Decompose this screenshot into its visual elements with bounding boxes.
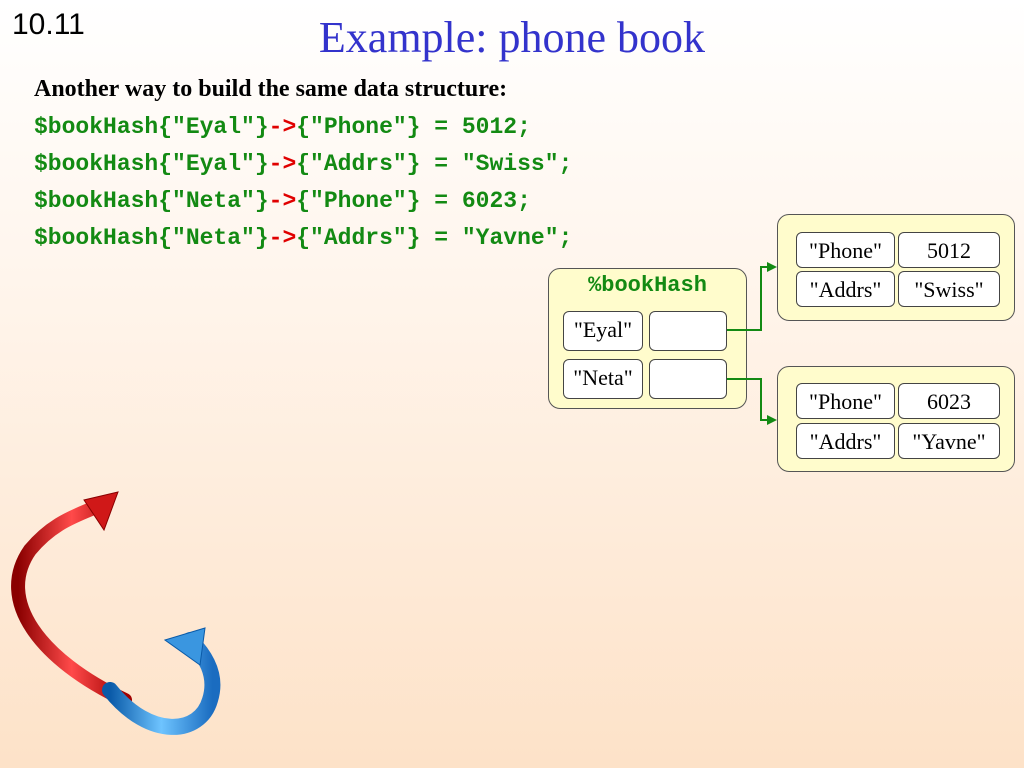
- connector-arrow-neta: [727, 378, 777, 425]
- decorative-red-arrow-icon: [11, 491, 132, 707]
- record-value: "Swiss": [898, 271, 1000, 307]
- record-value: 5012: [898, 232, 1000, 268]
- code-line-3: $bookHash{"Neta"}->{"Phone"} = 6023;: [34, 188, 531, 214]
- record-value: 6023: [898, 383, 1000, 419]
- record-panel-neta: "Phone" 6023 "Addrs" "Yavne": [777, 366, 1015, 472]
- hash-name: %bookHash: [588, 273, 707, 298]
- record-value: "Yavne": [898, 423, 1000, 459]
- record-key: "Phone": [796, 383, 895, 419]
- record-key: "Phone": [796, 232, 895, 268]
- hash-ref-eyal: [649, 311, 727, 351]
- hash-panel: %bookHash "Eyal" "Neta": [548, 268, 747, 409]
- subtitle: Another way to build the same data struc…: [34, 76, 508, 102]
- hash-key-neta: "Neta": [563, 359, 643, 399]
- code-line-4: $bookHash{"Neta"}->{"Addrs"} = "Yavne";: [34, 225, 573, 251]
- slide-number: 10.11: [12, 8, 85, 41]
- record-panel-eyal: "Phone" 5012 "Addrs" "Swiss": [777, 214, 1015, 321]
- code-line-2: $bookHash{"Eyal"}->{"Addrs"} = "Swiss";: [34, 151, 573, 177]
- slide-title: Example: phone book: [318, 13, 706, 62]
- connector-arrow-eyal: [727, 262, 777, 331]
- hash-key-eyal: "Eyal": [563, 311, 643, 351]
- hash-ref-neta: [649, 359, 727, 399]
- decorative-blue-arrow-icon: [102, 627, 221, 735]
- record-key: "Addrs": [796, 271, 895, 307]
- code-line-1: $bookHash{"Eyal"}->{"Phone"} = 5012;: [34, 114, 531, 140]
- record-key: "Addrs": [796, 423, 895, 459]
